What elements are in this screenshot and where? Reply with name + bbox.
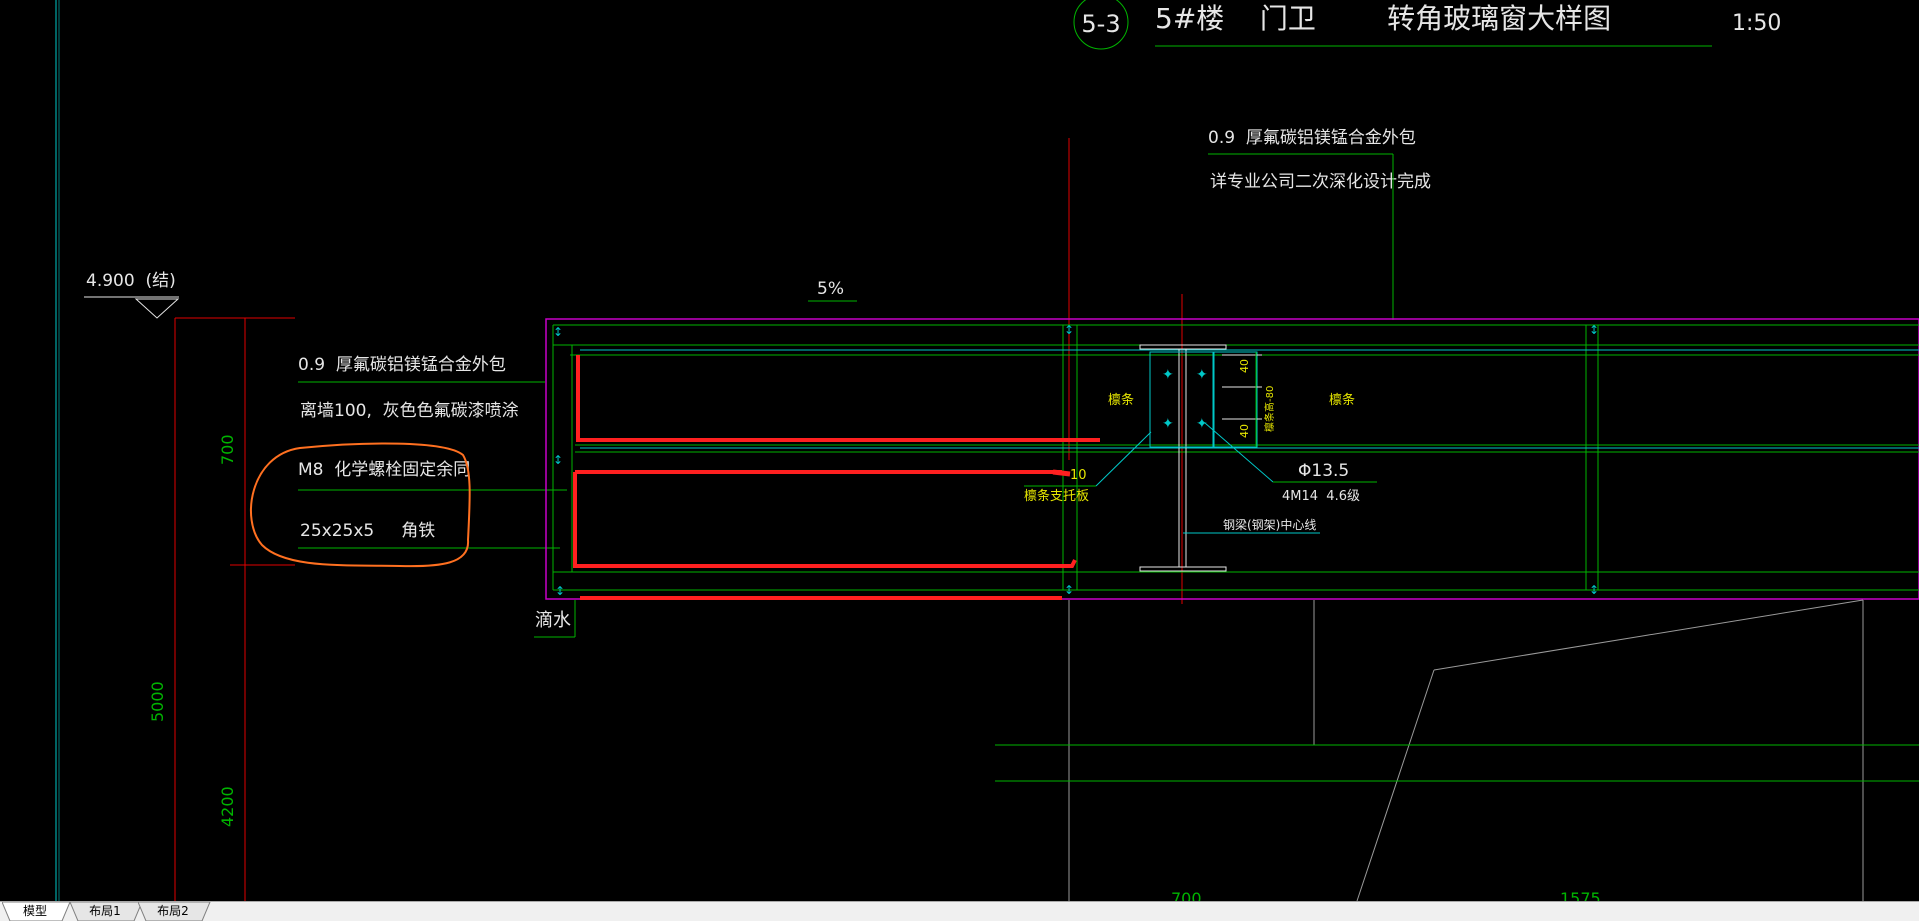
cad-drawing: 5-3 5#楼 门卫 转角玻璃窗大样图 1:50 0.9 厚氟碳铝镁锰合金外包 … [55, 0, 1919, 901]
angle-iron-highlight [573, 472, 1077, 568]
arrow-marker: ↕ [1064, 323, 1074, 337]
layout-tab-bar: 模型 布局1 布局2 [0, 901, 1919, 921]
bolt-icon: ✦ [1162, 416, 1174, 432]
tab-label: 模型 [22, 904, 47, 918]
purlin-label-right: 檩条 [1329, 392, 1355, 408]
angle-iron-note: 25x25x5 角铁 [300, 521, 435, 541]
detail-number: 5-3 [1081, 10, 1120, 38]
leader-line [1095, 431, 1152, 487]
drip-label: 滴水 [535, 610, 571, 631]
purlin-label-left: 檩条 [1108, 392, 1134, 408]
bolt-hole-label: Φ13.5 [1298, 461, 1349, 481]
dim-40-top: 40 [1238, 359, 1251, 373]
tab-shape [2, 902, 71, 921]
steel-beam-flange [1139, 344, 1227, 350]
drawing-scale: 1:50 [1732, 11, 1781, 36]
angle-iron-highlight [1052, 469, 1071, 477]
angle-iron-highlight [576, 355, 1100, 442]
tab-label: 布局2 [157, 904, 189, 918]
bolt-icon: ✦ [1196, 416, 1208, 432]
arrow-marker: ↕ [1589, 583, 1599, 597]
arrow-marker: ↕ [553, 453, 563, 467]
purlin-bracket [1212, 351, 1258, 448]
tab-layout2[interactable]: 布局2 [138, 902, 211, 921]
glass-line [1433, 599, 1864, 671]
detail-number-circle [1073, 0, 1129, 50]
steel-centerline-label: 钢梁(钢架)中心线 [1223, 517, 1316, 532]
cladding-note-left: 0.9 厚氟碳铝镁锰合金外包 [298, 355, 506, 375]
dim-1575: 1575 [1560, 889, 1601, 901]
elevation-label: 4.900 (结) [86, 271, 176, 291]
purlin-support-label: 檩条支托板 [1024, 488, 1089, 504]
drawing-title: 5#楼 门卫 转角玻璃窗大样图 [1155, 2, 1611, 35]
purlin-support-plate [1149, 351, 1215, 448]
tab-model[interactable]: 模型 [2, 902, 71, 921]
arrow-marker: ↕ [553, 325, 563, 339]
tab-shape [70, 902, 143, 921]
elevation-triangle [134, 298, 180, 319]
cladding-note-top: 0.9 厚氟碳铝镁锰合金外包 [1208, 128, 1416, 148]
tab-layout1[interactable]: 布局1 [70, 902, 143, 921]
deep-design-note: 详专业公司二次深化设计完成 [1210, 172, 1431, 192]
dim-4200: 4200 [218, 786, 237, 827]
bolt-note: M8 化学螺栓固定余同 [298, 460, 470, 480]
steel-beam-flange [1139, 566, 1227, 572]
bolt-spec-label: 4M14 4.6级 [1282, 489, 1360, 504]
arrow-marker: ↕ [1064, 583, 1074, 597]
bolt-icon: ✦ [1196, 367, 1208, 383]
arrow-marker: ↕ [555, 584, 565, 598]
model-space-canvas[interactable]: 5-3 5#楼 门卫 转角玻璃窗大样图 1:50 0.9 厚氟碳铝镁锰合金外包 … [0, 0, 1919, 901]
bolt-icon: ✦ [1162, 367, 1174, 383]
dim-10: 10 [1070, 468, 1087, 483]
arrow-marker: ↕ [1589, 323, 1599, 337]
dim-700-vertical: 700 [218, 434, 237, 465]
review-highlight-circle [250, 442, 471, 568]
tab-label: 布局1 [89, 904, 121, 918]
leader-line [1204, 422, 1274, 483]
slope-label: 5% [817, 279, 844, 299]
dim-5000: 5000 [148, 681, 167, 722]
dim-700-bottom: 700 [1171, 889, 1202, 901]
glass-line [1356, 669, 1435, 901]
purlin-height-label: 檩条高-80 [1263, 386, 1276, 432]
paint-note: 离墙100, 灰色色氟碳漆喷涂 [300, 401, 519, 421]
tab-shape [138, 902, 211, 921]
cladding-outline [545, 318, 1919, 600]
dim-40-bottom: 40 [1238, 424, 1251, 438]
